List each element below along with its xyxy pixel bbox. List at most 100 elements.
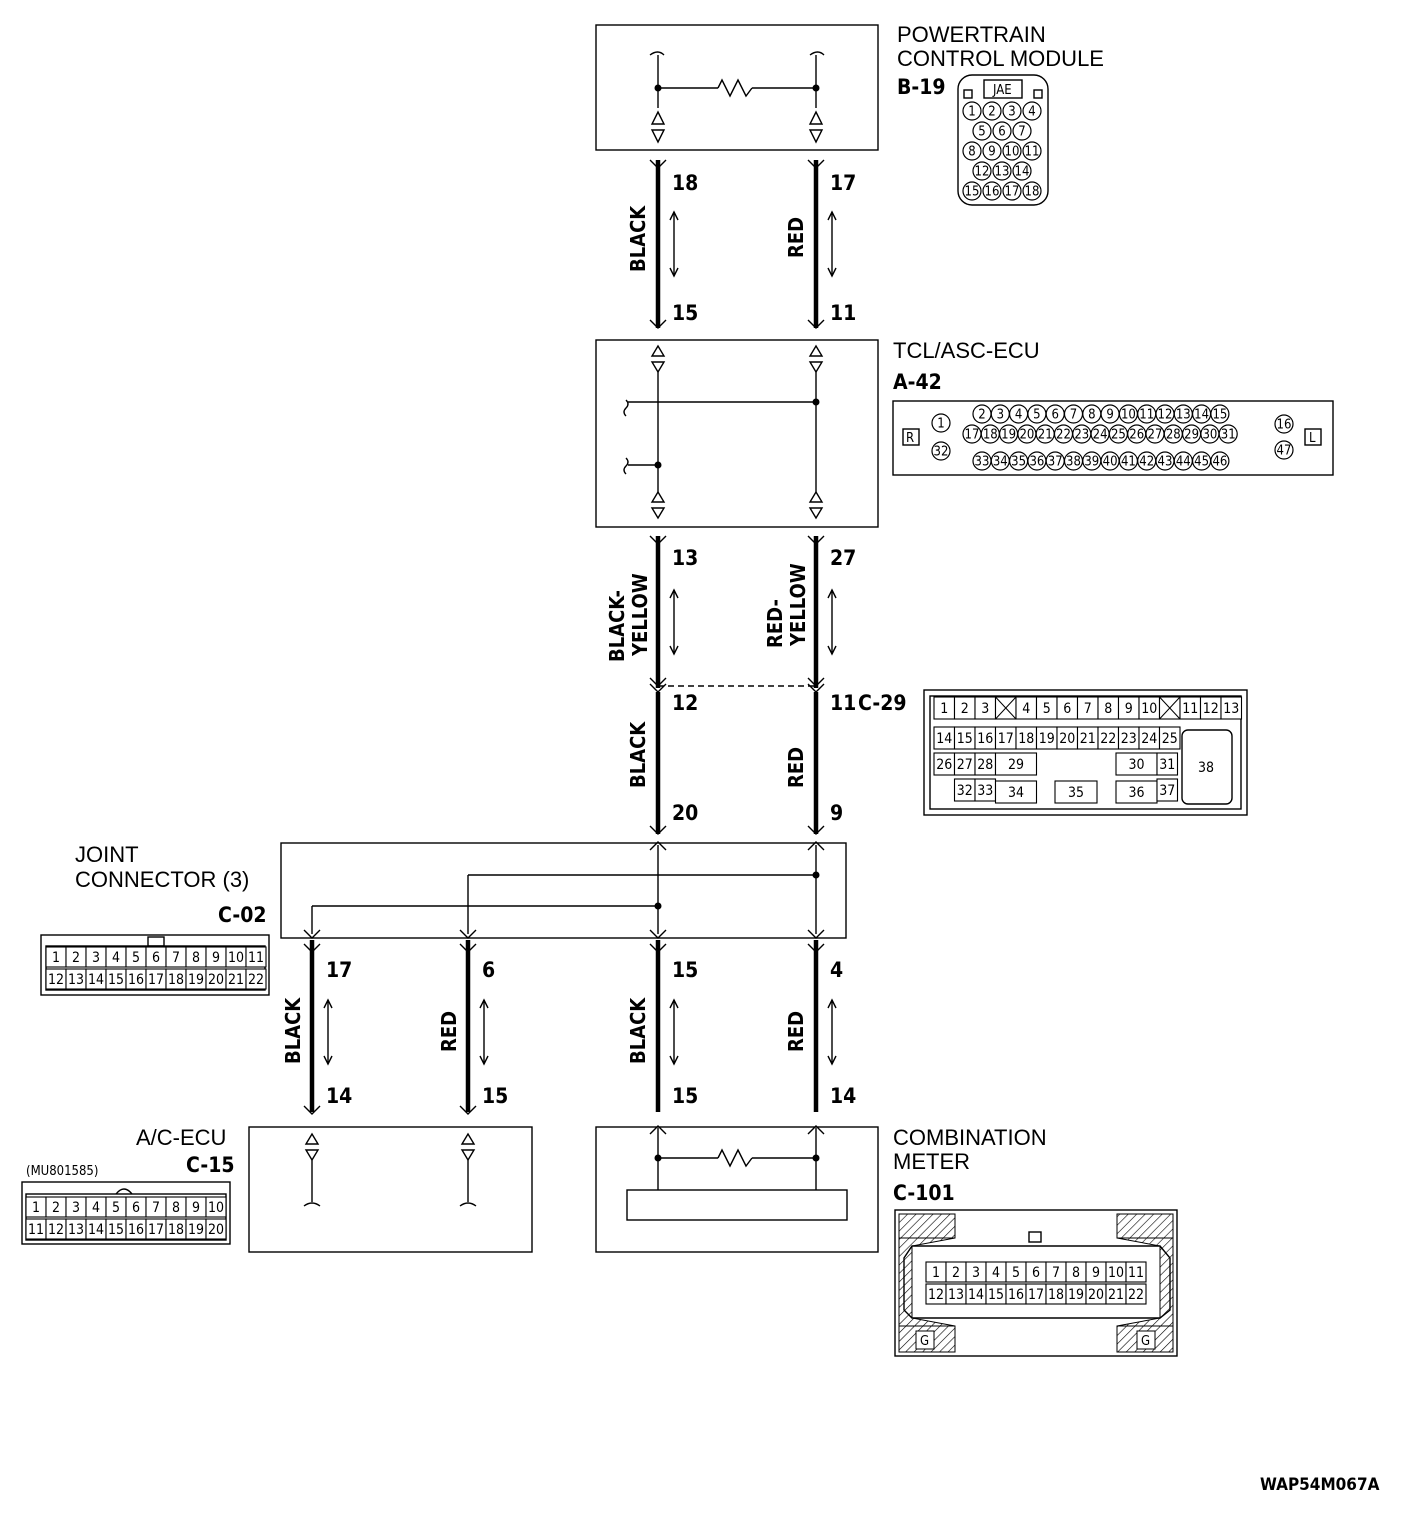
svg-text:10: 10 (1121, 408, 1136, 423)
acecu-pin-3: 3 (65, 1196, 87, 1218)
svg-text:17: 17 (148, 1222, 164, 1238)
acecu-title: A/C-ECU (136, 1125, 226, 1150)
c29-pin-8: 8 (1097, 696, 1120, 720)
pin-joint-17: 17 (326, 958, 352, 982)
tcl-pin-10: 10 (1118, 404, 1139, 424)
c29-pin-12: 12 (1199, 696, 1222, 720)
c29-pin-15: 15 (953, 726, 976, 750)
joint-pin-1: 1 (45, 946, 67, 968)
acecu-pin-20: 20 (205, 1218, 227, 1240)
meter-pin-19: 19 (1065, 1283, 1087, 1305)
svg-text:12: 12 (1158, 408, 1173, 423)
svg-text:15: 15 (108, 972, 124, 988)
tcl-pin-8: 8 (1082, 404, 1102, 424)
pcm-pin-18: 18 (1022, 181, 1042, 201)
tcl-pin-23: 23 (1072, 424, 1092, 444)
svg-text:36: 36 (1128, 785, 1144, 801)
pcm-pin-1: 1 (962, 101, 982, 121)
svg-text:28: 28 (1166, 428, 1181, 443)
pcm-pin-7: 7 (1012, 121, 1032, 141)
svg-text:3: 3 (981, 701, 989, 717)
joint-code: C-02 (218, 903, 266, 927)
svg-text:47: 47 (1277, 444, 1292, 459)
meter-pin-9: 9 (1085, 1261, 1107, 1283)
svg-text:26: 26 (1129, 428, 1144, 443)
tcl-pin-12: 12 (1155, 404, 1175, 424)
svg-text:11: 11 (1025, 145, 1040, 160)
svg-text:4: 4 (112, 950, 120, 966)
svg-text:9: 9 (192, 1200, 200, 1216)
acecu-block: A/C-ECU C-15 (MU801585) (26, 1125, 533, 1253)
pin-tcl-11: 11 (830, 301, 856, 325)
acecu-part-note: (MU801585) (26, 1164, 98, 1179)
svg-text:18: 18 (1018, 731, 1034, 747)
meter-pin-11: 11 (1125, 1261, 1147, 1283)
pcm-pin-12: 12 (972, 161, 992, 181)
meter-pin-20: 20 (1085, 1283, 1107, 1305)
meter-pin-4: 4 (985, 1261, 1007, 1283)
svg-text:35: 35 (1068, 785, 1084, 801)
c29-pin-28: 28 (974, 752, 997, 776)
svg-text:22: 22 (248, 972, 264, 988)
svg-text:22: 22 (1100, 731, 1116, 747)
svg-text:35: 35 (1011, 455, 1026, 470)
svg-text:21: 21 (1080, 731, 1096, 747)
pcm-pin-14: 14 (1012, 161, 1032, 181)
pin-tcl-13: 13 (672, 546, 698, 570)
meter-pin-15: 15 (985, 1283, 1007, 1305)
c29-pin-33: 33 (974, 778, 997, 802)
svg-text:2: 2 (52, 1200, 60, 1216)
svg-text:1: 1 (940, 701, 948, 717)
wire-color-black-3: BLACK (281, 997, 305, 1064)
tcl-pin-1: 1 (931, 413, 951, 433)
pcm-pin-16: 16 (982, 181, 1002, 201)
svg-text:16: 16 (985, 185, 1000, 200)
svg-text:8: 8 (192, 950, 200, 966)
svg-text:17: 17 (998, 731, 1014, 747)
joint-pin-18: 18 (165, 968, 187, 990)
svg-text:9: 9 (212, 950, 220, 966)
svg-text:1: 1 (52, 950, 60, 966)
svg-text:6: 6 (152, 950, 160, 966)
pcm-title-1: POWERTRAIN (897, 22, 1046, 47)
c29-pin-35: 35 (1054, 780, 1098, 804)
pcm-pin-17: 17 (1002, 181, 1022, 201)
tcl-pin-34: 34 (990, 451, 1010, 471)
svg-text:12: 12 (48, 972, 64, 988)
svg-text:14: 14 (88, 972, 104, 988)
c29-pin-32: 32 (953, 778, 976, 802)
c29-pin-36: 36 (1115, 780, 1158, 804)
svg-text:44: 44 (1176, 455, 1191, 470)
svg-text:2: 2 (978, 408, 985, 423)
pcm-pin-8: 8 (962, 141, 982, 161)
pcm-pin-2: 2 (982, 101, 1002, 121)
c29-pin-27: 27 (953, 752, 976, 776)
svg-text:6: 6 (1063, 701, 1071, 717)
c29-pin-26: 26 (933, 752, 956, 776)
svg-text:16: 16 (128, 1222, 144, 1238)
svg-text:21: 21 (228, 972, 244, 988)
pcm-pin-4: 4 (1022, 101, 1042, 121)
pcm-pin-6: 6 (992, 121, 1012, 141)
tcl-pin-19: 19 (998, 424, 1019, 444)
acecu-pin-14: 14 (85, 1218, 107, 1240)
svg-text:13: 13 (68, 1222, 84, 1238)
svg-text:6: 6 (132, 1200, 140, 1216)
c29-pin-6: 6 (1056, 696, 1079, 720)
tcl-pin-16: 16 (1274, 414, 1294, 434)
c29-pin-19: 19 (1035, 726, 1058, 750)
meter-pin-12: 12 (925, 1283, 947, 1305)
tcl-pin-11: 11 (1137, 404, 1157, 424)
svg-text:7: 7 (152, 1200, 160, 1216)
svg-text:3: 3 (997, 408, 1004, 423)
joint-pin-5: 5 (125, 946, 147, 968)
tcl-pin-45: 45 (1191, 451, 1212, 471)
svg-text:40: 40 (1103, 455, 1118, 470)
c29-pin-21: 21 (1076, 726, 1099, 750)
svg-text:27: 27 (1148, 428, 1163, 443)
svg-text:12: 12 (48, 1222, 64, 1238)
tcl-pin-7: 7 (1063, 404, 1084, 424)
svg-text:21: 21 (1108, 1287, 1124, 1303)
